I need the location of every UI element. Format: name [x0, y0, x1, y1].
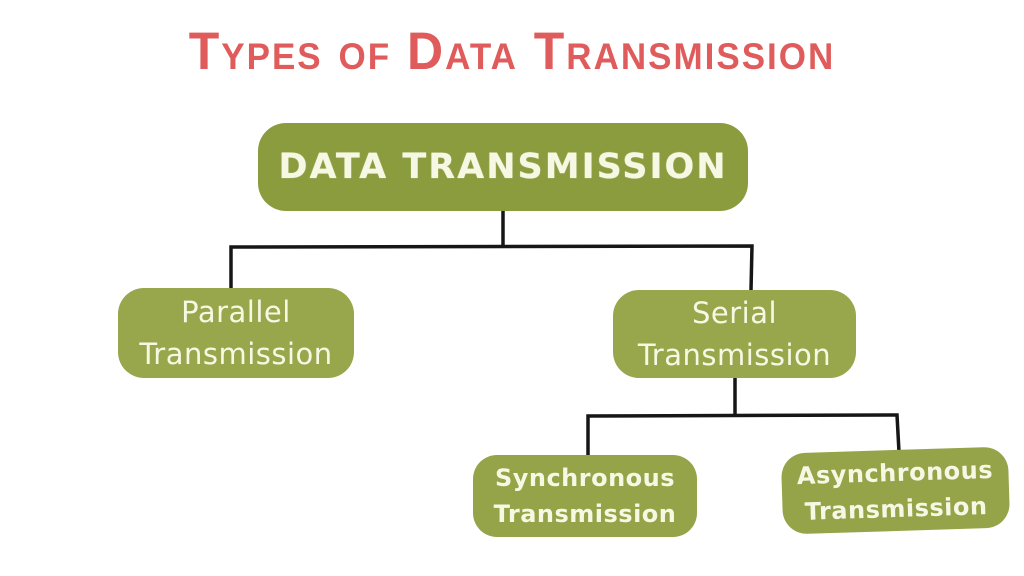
node-parallel-line2: Transmission: [139, 337, 333, 371]
node-asynchronous-transmission: Asynchronous Transmission: [780, 446, 1011, 535]
node-synchronous-transmission: Synchronous Transmission: [473, 455, 697, 537]
page-title: Types of Data Transmission: [188, 21, 836, 81]
node-parallel-transmission: Parallel Transmission: [118, 288, 354, 378]
node-parallel-line1: Parallel: [181, 295, 291, 329]
node-synchronous-line1: Synchronous: [494, 464, 676, 492]
node-serial-transmission: Serial Transmission: [613, 290, 856, 378]
node-asynchronous-line2: Transmission: [804, 491, 988, 526]
node-data-transmission: Data Transmission: [258, 123, 748, 211]
node-serial-line2: Transmission: [637, 338, 832, 372]
connector-level1-elbow: [229, 244, 754, 291]
node-serial-line1: Serial: [691, 296, 778, 330]
node-synchronous-line2: Transmission: [493, 500, 677, 528]
node-data-transmission-label: Data Transmission: [278, 147, 728, 187]
node-asynchronous-line1: Asynchronous: [796, 455, 994, 490]
